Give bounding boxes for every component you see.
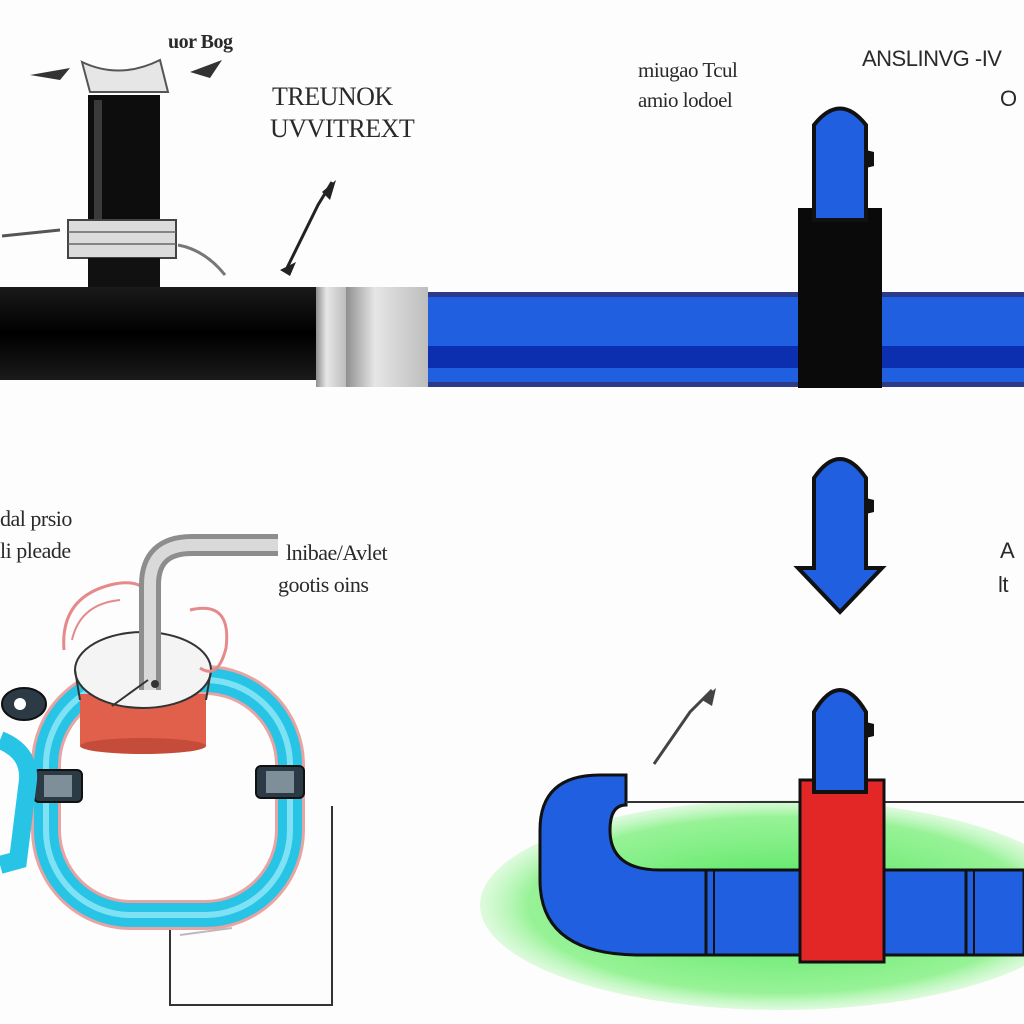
- pointer-arrow-basin: [652, 688, 716, 765]
- label-mid-left-2: li pleade: [0, 538, 71, 563]
- label-mid-right-2: lt: [998, 572, 1009, 597]
- pointer-arrow-top: [280, 180, 336, 276]
- label-top-left-title-1: TREUNOK: [272, 82, 393, 111]
- tee-basin: [480, 688, 1024, 1010]
- label-mid-center-2: gootis oins: [278, 572, 369, 597]
- label-mid-center-1: lnibae/Avlet: [286, 540, 388, 565]
- label-top-left-small: uor Bog: [168, 31, 233, 53]
- pointer-arrow-loop: [179, 927, 233, 936]
- label-top-right-1: ANSLINVG -IV: [862, 46, 1002, 71]
- label-top-mid-2: amio lodoel: [638, 88, 733, 112]
- label-mid-left-1: dal prsio: [0, 506, 72, 531]
- loop-system: [0, 534, 333, 1006]
- label-mid-right-1: A: [1000, 538, 1015, 563]
- down-arrow-capsule: [793, 457, 887, 615]
- top-pipeline: [0, 106, 1024, 388]
- top-valve-assembly: [1, 58, 227, 290]
- label-top-right-2: O: [1000, 86, 1017, 111]
- label-top-mid-1: miugao Tcul: [638, 58, 738, 82]
- label-top-left-title-2: UVVITREXT: [270, 114, 415, 143]
